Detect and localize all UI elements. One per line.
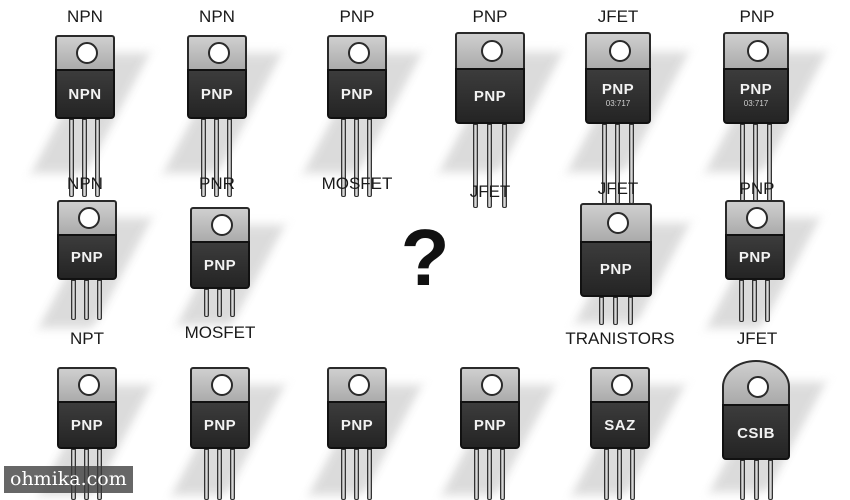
label-pnp-3: PNP [339, 7, 375, 26]
label-jfet-under-4: JFET [469, 182, 511, 201]
transistor-12: PNP [171, 367, 285, 500]
part-code: 03:717 [743, 99, 769, 108]
label-tranistors: TRANISTORS [565, 329, 675, 348]
part-marking: PNP [70, 249, 104, 266]
label-npt: NPT [70, 329, 104, 348]
label-npn-1: NPN [67, 7, 103, 26]
watermark: ohmika.com [4, 466, 133, 493]
transistor-9: PNP [574, 203, 690, 325]
transistor-14: PNP [441, 367, 555, 500]
label-jfet-9: JFET [597, 179, 639, 198]
lead-pin [82, 119, 87, 197]
label-jfet-5: JFET [597, 7, 639, 26]
transistor-15: SAZ [571, 367, 685, 500]
part-marking: PNP [200, 86, 234, 103]
transistor-2: PNP [163, 35, 282, 197]
transistor-8: PNP [176, 207, 285, 325]
label-mosfet-under-3: MOSFET [321, 174, 393, 193]
part-marking: PNP [599, 261, 633, 278]
transistor-7: PNP [38, 200, 152, 328]
label-pnp-6: PNP [739, 7, 775, 26]
part-marking: PNP [203, 417, 237, 434]
part-marking: PNP [70, 417, 104, 434]
transistor-4: PNP [439, 32, 563, 208]
transistor-13: PNP [308, 367, 422, 500]
label-mosfet-2: MOSFET [184, 323, 256, 342]
part-marking: NPN [68, 86, 102, 103]
transistor-5: PNP 03:717 [567, 32, 689, 204]
part-marking: PNP [340, 417, 374, 434]
part-marking: PNP [203, 257, 237, 274]
part-marking: PNP [739, 81, 773, 98]
heatsink-tab [55, 35, 115, 73]
label-pnp-4: PNP [472, 7, 508, 26]
label-jfet-under-10: JFET [736, 329, 778, 348]
transistor-16-to92: CSIB [709, 360, 826, 500]
part-marking: PNP [473, 88, 507, 105]
part-marking: CSIB [737, 425, 775, 442]
part-marking: SAZ [604, 417, 636, 434]
package-body: NPN [55, 69, 115, 119]
part-marking: PNP [601, 81, 635, 98]
label-pnr-8: PNR [199, 174, 235, 193]
lead-pin [69, 119, 74, 197]
transistor-3: PNP [303, 35, 422, 197]
part-code: 03:717 [605, 99, 631, 108]
label-npn-7: NPN [67, 174, 103, 193]
label-npn-2: NPN [199, 7, 235, 26]
label-pnp-10: PNP [739, 179, 775, 198]
transistor-1: NPN [31, 35, 150, 197]
transistor-10: PNP [706, 200, 820, 328]
part-marking: PNP [340, 86, 374, 103]
part-marking: PNP [738, 249, 772, 266]
lead-pin [95, 119, 100, 197]
part-marking: PNP [473, 417, 507, 434]
question-mark: ? [400, 213, 450, 302]
transistor-6: PNP 03:717 [705, 32, 827, 204]
